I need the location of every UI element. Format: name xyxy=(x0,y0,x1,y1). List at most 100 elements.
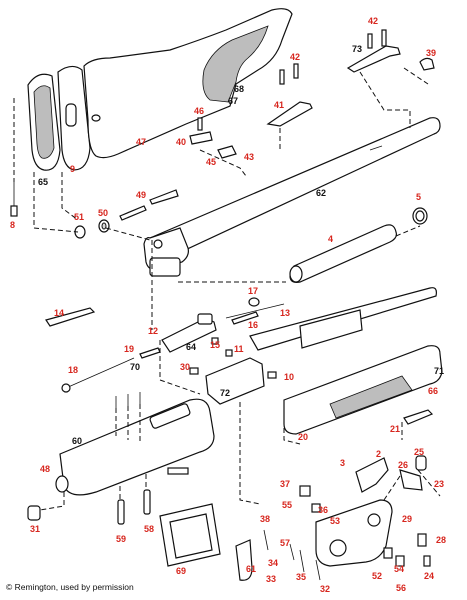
callout-47: 47 xyxy=(136,137,146,147)
copyright-notice: © Remington, used by permission xyxy=(6,582,134,592)
callout-8: 8 xyxy=(10,220,15,230)
callout-51: 51 xyxy=(74,212,84,222)
callout-10: 10 xyxy=(284,372,294,382)
callout-37: 37 xyxy=(280,479,290,489)
callout-54: 54 xyxy=(394,564,404,574)
callout-4: 4 xyxy=(328,234,333,244)
callout-73: 73 xyxy=(352,44,362,54)
callout-3: 3 xyxy=(340,458,345,468)
callout-66: 66 xyxy=(428,386,438,396)
callout-69: 69 xyxy=(176,566,186,576)
callout-60: 60 xyxy=(72,436,82,446)
callout-24: 24 xyxy=(424,571,434,581)
callout-41: 41 xyxy=(274,100,284,110)
hammer-2 xyxy=(355,457,389,493)
bolt-assembly-64 xyxy=(161,313,217,353)
callout-59: 59 xyxy=(116,534,126,544)
callout-55: 55 xyxy=(282,500,292,510)
part-36-55-37 xyxy=(299,485,321,513)
callout-33: 33 xyxy=(266,574,276,584)
callout-25: 25 xyxy=(414,447,424,457)
callout-17: 17 xyxy=(248,286,258,296)
callout-36: 36 xyxy=(318,505,328,515)
callout-43: 43 xyxy=(244,152,254,162)
callout-49: 49 xyxy=(136,190,146,200)
spring-19 xyxy=(139,347,161,359)
callout-53: 53 xyxy=(330,516,340,526)
callout-52: 52 xyxy=(372,571,382,581)
receiver-60 xyxy=(59,398,215,496)
leader-lines xyxy=(13,67,441,511)
action-bars-fore-end-71 xyxy=(249,287,443,435)
callout-46: 46 xyxy=(194,106,204,116)
small-pins-38-57-33-34 xyxy=(263,529,321,581)
callout-14: 14 xyxy=(54,308,64,318)
trigger-61 xyxy=(235,539,253,581)
barrel-clamp-parts xyxy=(189,117,237,159)
callout-5: 5 xyxy=(416,192,421,202)
ring-5 xyxy=(412,207,428,225)
callout-40: 40 xyxy=(176,137,186,147)
callout-48: 48 xyxy=(40,464,50,474)
front-sight-41 xyxy=(266,63,313,127)
callout-57: 57 xyxy=(280,538,290,548)
callout-34: 34 xyxy=(268,558,278,568)
callout-12: 12 xyxy=(148,326,158,336)
callout-71: 71 xyxy=(434,366,444,376)
callout-42: 42 xyxy=(290,52,300,62)
callout-67: 67 xyxy=(228,96,238,106)
callout-70: 70 xyxy=(130,362,140,372)
callout-18: 18 xyxy=(68,365,78,375)
callout-72: 72 xyxy=(220,388,230,398)
callout-29: 29 xyxy=(402,514,412,524)
callout-16: 16 xyxy=(248,320,258,330)
screws-70 xyxy=(115,392,141,408)
stock-47 xyxy=(83,8,293,159)
bolt-21 xyxy=(403,409,434,425)
trigger-guard-parts-48-31 xyxy=(27,475,69,521)
barrel-62 xyxy=(143,117,441,277)
callout-31: 31 xyxy=(30,524,40,534)
callout-32: 32 xyxy=(320,584,330,594)
trigger-group-53 xyxy=(315,499,393,567)
callout-15: 15 xyxy=(210,340,220,350)
rear-sight-73 xyxy=(346,29,401,73)
callout-62: 62 xyxy=(316,188,326,198)
part-14 xyxy=(45,307,96,327)
callout-45: 45 xyxy=(206,157,216,167)
callout-26: 26 xyxy=(398,460,408,470)
spring-16 xyxy=(231,311,259,325)
springs-25-26-23 xyxy=(399,455,427,491)
sight-part-39 xyxy=(419,57,435,71)
callout-20: 20 xyxy=(298,432,308,442)
callout-21: 21 xyxy=(390,424,400,434)
callout-11: 11 xyxy=(234,344,244,354)
callout-38: 38 xyxy=(260,514,270,524)
callout-9: 9 xyxy=(70,164,75,174)
action-spring-tube-4 xyxy=(289,224,397,283)
callout-65: 65 xyxy=(38,177,48,187)
butt-plate-65 xyxy=(27,73,61,171)
callout-28: 28 xyxy=(436,535,446,545)
callout-68: 68 xyxy=(234,84,244,94)
small-parts-30-10-11-15 xyxy=(189,337,277,379)
callout-50: 50 xyxy=(98,208,108,218)
rod-18 xyxy=(61,357,135,393)
callout-35: 35 xyxy=(296,572,306,582)
spacer-9 xyxy=(57,65,91,171)
callout-30: 30 xyxy=(180,362,190,372)
part-17 xyxy=(248,297,260,307)
carrier-72 xyxy=(205,357,265,405)
callout-2: 2 xyxy=(376,449,381,459)
callout-61: 61 xyxy=(246,564,256,574)
callout-39: 39 xyxy=(426,48,436,58)
pins-49 xyxy=(119,189,179,221)
washers-50-51 xyxy=(74,219,110,239)
callout-64: 64 xyxy=(186,342,196,352)
parts-52-54-56-28-24 xyxy=(383,533,431,567)
callout-42: 42 xyxy=(368,16,378,26)
callout-23: 23 xyxy=(434,479,444,489)
